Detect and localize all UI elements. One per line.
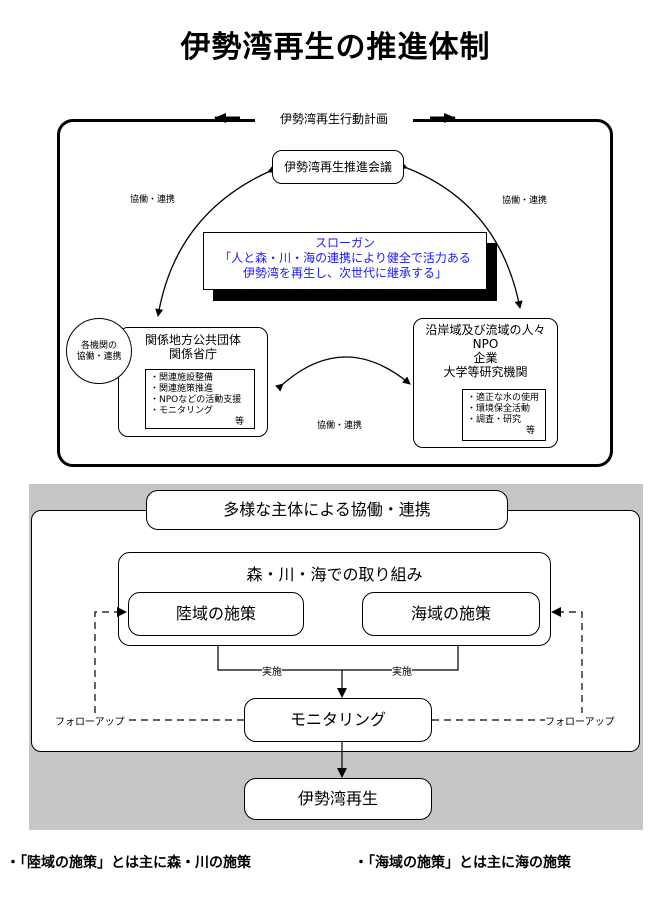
people-etc: 等 — [525, 426, 535, 436]
gov-line-1: 関係地方公共団体 — [144, 333, 241, 347]
note-sea: ・「海域の施策」とは主に海の施策 — [354, 855, 571, 871]
people-line-1: 沿岸域及び流域の人々 — [425, 323, 546, 337]
people-line-2: NPO — [472, 337, 499, 351]
people-item: ・調査・研究 — [467, 415, 522, 425]
people-item: ・適正な水の使用 — [467, 393, 540, 403]
collab-label-bottom: 協働・連携 — [317, 421, 363, 431]
impl-label-right: 実施 — [392, 663, 412, 678]
gov-activities: ・関連施設整備 ・関連施策推進 ・NPOなどの活動支援 ・モニタリング 等 — [145, 369, 255, 429]
impl-label-left: 実施 — [262, 663, 282, 678]
diagram-title: 伊勢湾再生の推進体制 — [180, 30, 491, 65]
slogan-line-1: 「人と森・川・海の連携により健全で活力ある — [219, 251, 471, 265]
left-curve-arrow — [155, 165, 277, 317]
impl-line-left — [217, 646, 342, 671]
followup-label-right: フォローアップ — [545, 713, 615, 728]
monitoring-box: モニタリング — [244, 698, 432, 742]
slogan-heading: スローガン — [314, 236, 375, 250]
right-curve-arrow — [399, 161, 523, 309]
ise-bay-regeneration-box: 伊勢湾再生 — [244, 778, 432, 820]
people-line-4: 大学等研究機関 — [443, 365, 528, 379]
collaboration-box: 多様な主体による協働・連携 — [146, 490, 508, 530]
gov-etc: 等 — [234, 417, 244, 427]
followup-line-right — [432, 607, 583, 721]
followup-label-left: フォローアップ — [55, 713, 125, 728]
followup-line-left — [94, 607, 244, 721]
impl-line-right — [342, 646, 459, 671]
agencies-circle: 各機関の 協働・連携 — [66, 318, 132, 384]
circle-line-2: 協働・連携 — [76, 352, 122, 362]
government-box: 関係地方公共団体 関係省庁 ・関連施設整備 ・関連施策推進 ・NPOなどの活動支… — [118, 327, 268, 437]
slogan-line-2: 伊勢湾を再生し、次世代に継承する」 — [242, 266, 447, 280]
land-measures-box: 陸域の施策 — [128, 592, 304, 636]
gov-item: ・NPOなどの活動支援 — [150, 395, 242, 405]
gov-item: ・関連施策推進 — [150, 384, 214, 394]
people-line-3: 企業 — [473, 351, 498, 365]
slogan-box: スローガン 「人と森・川・海の連携により健全で活力ある 伊勢湾を再生し、次世代に… — [203, 232, 487, 290]
people-activities: ・適正な水の使用 ・環境保全活動 ・調査・研究 等 — [462, 389, 546, 441]
bottom-curve-arrow — [275, 356, 411, 392]
circle-line-1: 各機関の — [80, 341, 117, 351]
collab-label-right: 協働・連携 — [502, 196, 548, 206]
forest-river-sea-title: 森・川・海での取り組み — [246, 565, 423, 584]
gov-item: ・関連施設整備 — [150, 373, 214, 383]
people-box: 沿岸域及び流域の人々 NPO 企業 大学等研究機関 ・適正な水の使用 ・環境保全… — [413, 318, 558, 448]
gov-line-2: 関係省庁 — [168, 347, 217, 361]
people-item: ・環境保全活動 — [467, 404, 531, 414]
gov-item: ・モニタリング — [150, 406, 214, 416]
action-plan-label: 伊勢湾再生行動計画 — [255, 109, 413, 129]
council-box: 伊勢湾再生推進会議 — [272, 150, 404, 184]
note-land: ・「陸域の施策」とは主に森・川の施策 — [6, 855, 251, 871]
collab-label-left: 協働・連携 — [130, 195, 176, 205]
sea-measures-box: 海域の施策 — [362, 592, 540, 636]
